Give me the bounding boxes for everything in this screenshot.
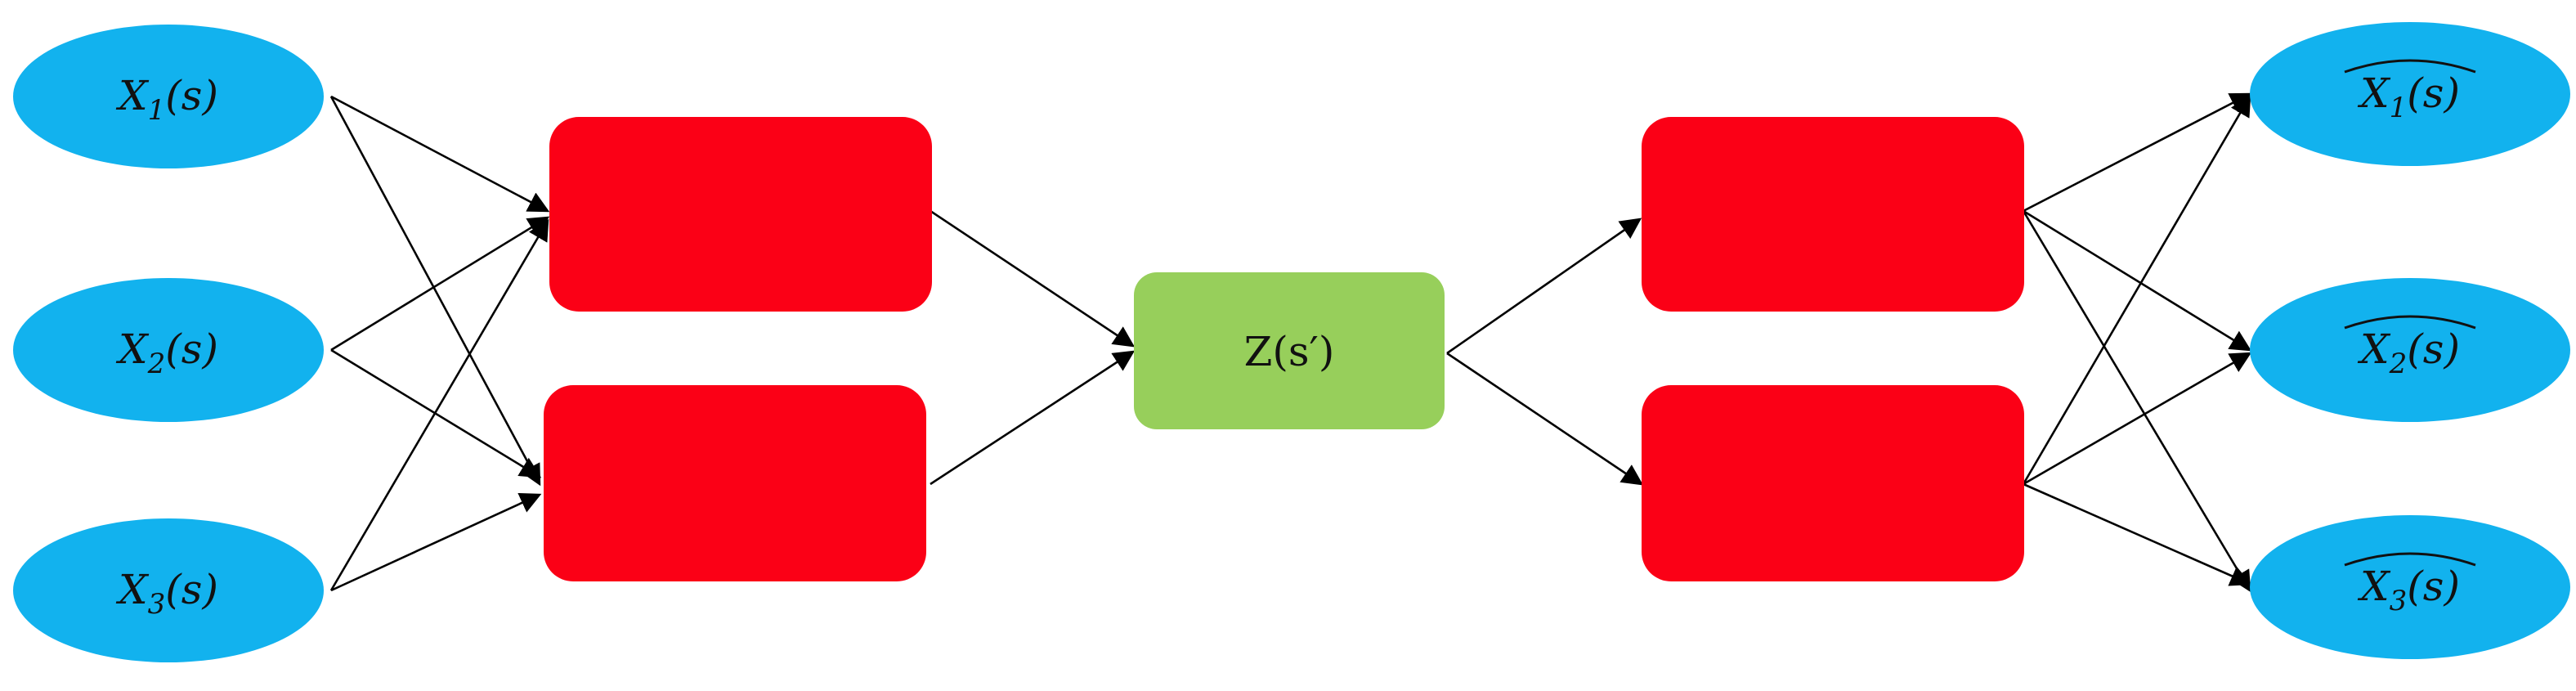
output-node-x1-hat: X1(s)	[2250, 22, 2570, 166]
edge-latent-dec1	[1446, 218, 1642, 355]
edge-x1-enc1	[330, 95, 550, 213]
edge-enc1-latent	[930, 209, 1136, 348]
input-label-x1: X1(s)	[115, 72, 218, 127]
edge-x3-enc2	[330, 492, 542, 592]
output-node-x2-hat: X2(s)	[2250, 278, 2570, 422]
input-node-x3: X3(s)	[13, 518, 324, 662]
edge-x3-enc1	[329, 218, 549, 591]
hat-accent-1	[2344, 59, 2476, 74]
input-node-x1: X1(s)	[13, 25, 324, 168]
edge-dec2-y1	[2022, 94, 2251, 485]
encoder-block-2	[544, 385, 926, 581]
edge-dec2-y3	[2023, 482, 2252, 586]
input-node-x2: X2(s)	[13, 278, 324, 422]
input-label-x3: X3(s)	[115, 566, 218, 621]
latent-block: Z(s′)	[1134, 272, 1445, 429]
latent-label: Z(s′)	[1244, 328, 1335, 375]
hat-accent-2	[2344, 315, 2476, 330]
edge-enc2-latent	[930, 350, 1136, 486]
edge-x2-enc1	[330, 216, 550, 352]
edge-dec1-y3	[2022, 210, 2251, 593]
edges	[329, 92, 2252, 593]
decoder-block-2	[1642, 385, 2024, 581]
edge-dec1-y2	[2023, 209, 2252, 352]
decoder-blocks	[1642, 117, 2024, 581]
output-label-x1-hat: X1(s)	[2357, 70, 2460, 124]
encoder-blocks	[544, 117, 932, 581]
edge-dec1-y1	[2023, 92, 2252, 213]
output-label-x2-hat: X2(s)	[2357, 325, 2460, 380]
edge-latent-dec2	[1446, 352, 1644, 486]
decoder-block-1	[1642, 117, 2024, 312]
edge-dec2-y2	[2023, 352, 2252, 486]
output-label-x3-hat: X3(s)	[2357, 563, 2460, 617]
encoder-block-1	[549, 117, 932, 312]
edge-x1-enc2	[329, 96, 541, 487]
output-nodes: X1(s) X2(s) X3(s)	[2250, 22, 2570, 659]
input-nodes: X1(s) X2(s) X3(s)	[13, 25, 324, 662]
hat-accent-3	[2344, 552, 2476, 567]
output-node-x3-hat: X3(s)	[2250, 515, 2570, 659]
input-label-x2: X2(s)	[115, 325, 218, 380]
